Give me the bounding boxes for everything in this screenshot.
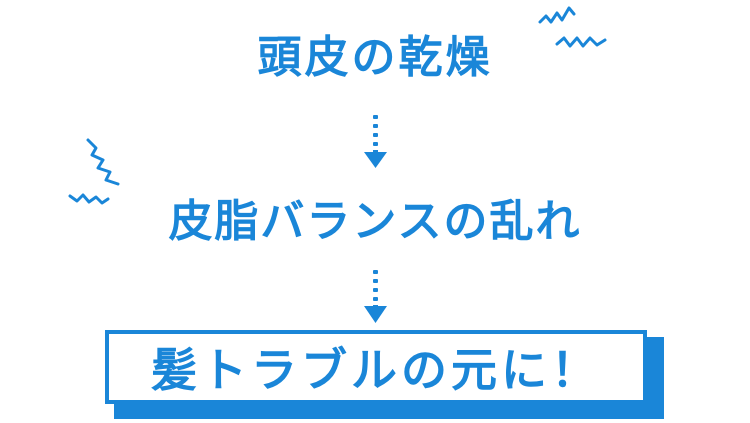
dotted-down-arrow-icon bbox=[364, 270, 387, 323]
zigzag-sparkle-icon bbox=[538, 6, 576, 24]
dotted-down-arrow-icon bbox=[364, 115, 387, 168]
result-hair-trouble: 髪トラブルの元に！ bbox=[151, 343, 601, 397]
step-sebum-imbalance: 皮脂バランスの乱れ bbox=[168, 196, 582, 247]
step-cause-dry-scalp: 頭皮の乾燥 bbox=[257, 32, 493, 83]
zigzag-sparkle-icon bbox=[68, 193, 110, 205]
zigzag-sparkle-icon bbox=[86, 138, 120, 186]
result-box: 髪トラブルの元に！ bbox=[105, 330, 647, 404]
zigzag-sparkle-icon bbox=[555, 36, 607, 48]
